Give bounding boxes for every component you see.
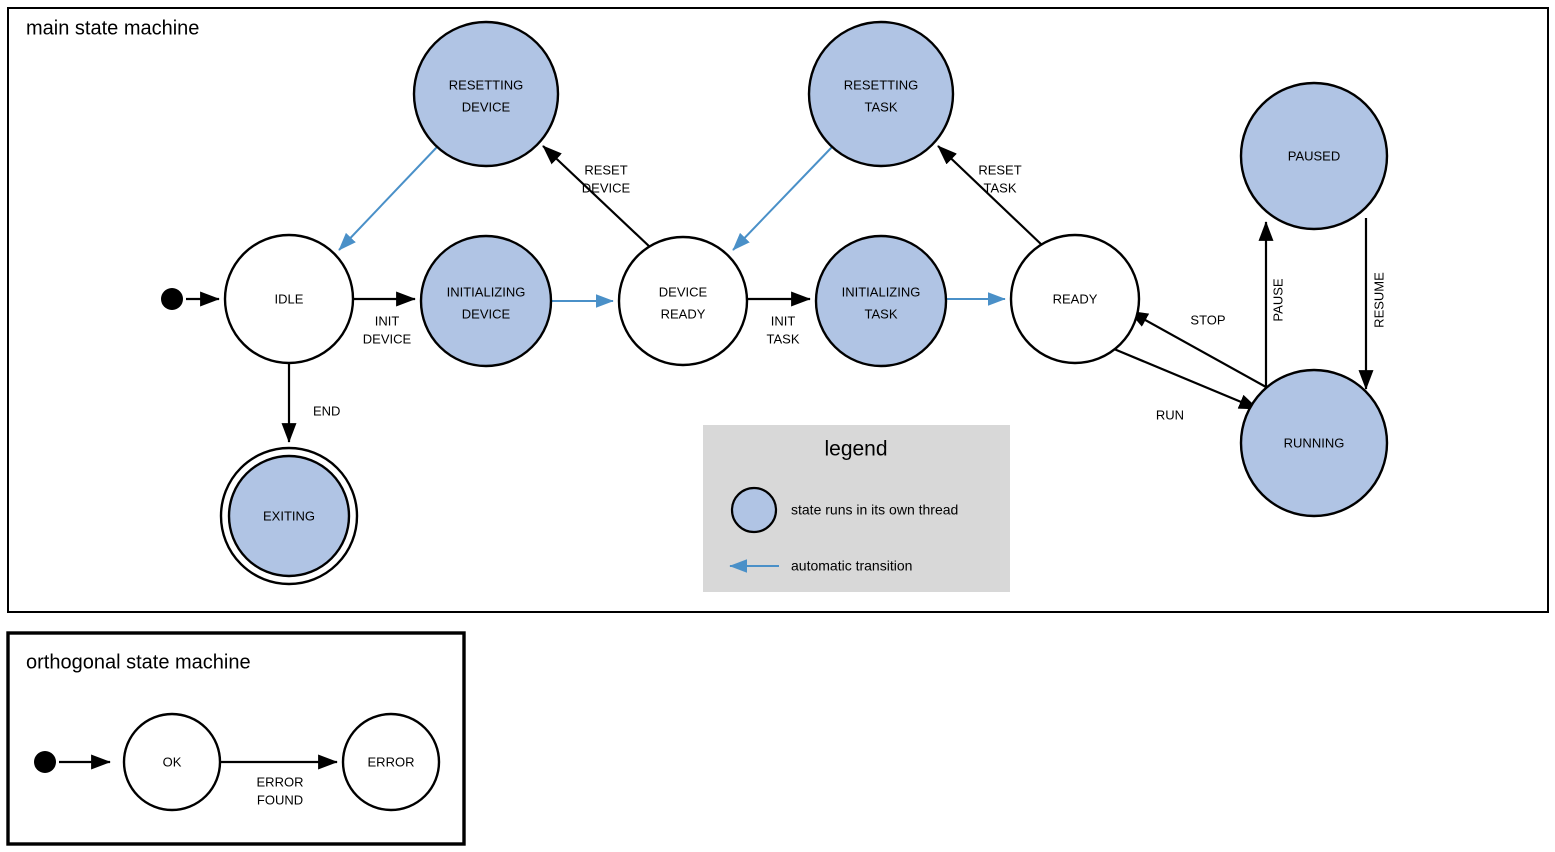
transition-label-run: RUN (1156, 407, 1184, 422)
state-node-initializing-device[interactable]: INITIALIZING DEVICE (419, 234, 553, 368)
state-label-initializing-task-line1: INITIALIZING (842, 284, 921, 299)
legend-thread-state-label: state runs in its own thread (791, 502, 958, 518)
transition-ready-to-resetting-task: RESET TASK (937, 145, 1044, 247)
orthogonal-states: OK ERROR (34, 712, 441, 812)
main-frame-border (7, 7, 1549, 613)
transition-label-init-device-line2: DEVICE (363, 331, 412, 346)
state-node-idle[interactable]: IDLE (223, 233, 355, 365)
state-label-initializing-device-line2: DEVICE (462, 306, 511, 321)
main-states: IDLE RESETTING DEVICE INITIALIZING DEVIC… (161, 20, 1389, 586)
transition-label-init-device-line1: INIT (375, 313, 400, 328)
state-label-initializing-task-line2: TASK (865, 306, 898, 321)
orthogonal-transitions: ERROR FOUND (59, 754, 338, 807)
transition-label-stop: STOP (1190, 312, 1225, 327)
transition-ready-to-running: RUN (1113, 347, 1259, 422)
transition-resetting-device-to-idle (338, 146, 438, 251)
state-label-idle: IDLE (275, 291, 304, 306)
state-label-resetting-device-line2: DEVICE (462, 99, 511, 114)
transition-label-reset-task-line2: TASK (984, 180, 1017, 195)
state-node-ok[interactable]: OK (122, 712, 222, 812)
state-node-initializing-task[interactable]: INITIALIZING TASK (814, 234, 948, 368)
transition-label-pause: PAUSE (1270, 278, 1285, 321)
transition-label-reset-task-line1: RESET (978, 162, 1021, 177)
state-label-running: RUNNING (1284, 435, 1345, 450)
transition-label-error-found-line1: ERROR (257, 774, 304, 789)
transition-idle-to-exiting: END (281, 363, 340, 443)
transition-device-ready-to-resetting-device: RESET DEVICE (542, 145, 652, 249)
transition-idle-to-initializing-device: INIT DEVICE (353, 291, 416, 346)
state-node-resetting-device[interactable]: RESETTING DEVICE (412, 20, 560, 168)
legend-title: legend (824, 438, 887, 461)
legend-panel: legend state runs in its own thread auto… (703, 425, 1010, 592)
initial-state-marker (161, 288, 183, 310)
orthogonal-state-machine-frame: orthogonal state machine (6, 631, 466, 846)
state-label-resetting-device-line1: RESETTING (449, 77, 523, 92)
orthogonal-frame-border (6, 631, 466, 846)
transition-running-to-ready: STOP (1128, 310, 1267, 388)
state-label-resetting-task-line1: RESETTING (844, 77, 918, 92)
transition-running-to-paused: PAUSE (1258, 221, 1285, 394)
state-label-initializing-device-line1: INITIALIZING (447, 284, 526, 299)
transition-resetting-task-to-device-ready (732, 146, 833, 251)
legend-item-threaded-state: state runs in its own thread (730, 486, 958, 534)
state-label-ok: OK (163, 754, 182, 769)
state-node-resetting-task[interactable]: RESETTING TASK (807, 20, 955, 168)
transition-device-ready-to-initializing-task: INIT TASK (747, 291, 811, 346)
main-frame-title: main state machine (26, 17, 199, 39)
legend-item-automatic-transition: automatic transition (729, 558, 912, 574)
orthogonal-initial-state-marker (34, 751, 56, 773)
transition-label-end: END (313, 403, 340, 418)
transition-paused-to-running: RESUME (1358, 218, 1386, 390)
transition-label-init-task-line2: TASK (767, 331, 800, 346)
state-node-ready[interactable]: READY (1009, 233, 1141, 365)
transition-ok-to-error: ERROR FOUND (220, 754, 338, 807)
state-node-device-ready[interactable]: DEVICE READY (617, 235, 749, 367)
main-state-machine-frame: main state machine (7, 7, 1549, 613)
transition-label-error-found-line2: FOUND (257, 792, 303, 807)
state-node-error[interactable]: ERROR (341, 712, 441, 812)
state-node-running[interactable]: RUNNING (1239, 368, 1389, 518)
state-label-device-ready-line1: DEVICE (659, 284, 708, 299)
state-label-resetting-task-line2: TASK (865, 99, 898, 114)
transition-label-init-task-line1: INIT (771, 313, 796, 328)
legend-thread-state-circle-icon (730, 486, 778, 534)
legend-auto-transition-label: automatic transition (791, 558, 912, 574)
state-node-exiting[interactable]: EXITING (219, 446, 359, 586)
orthogonal-frame-title: orthogonal state machine (26, 651, 251, 673)
state-label-exiting: EXITING (263, 508, 315, 523)
state-label-paused: PAUSED (1288, 148, 1341, 163)
state-label-error: ERROR (368, 754, 415, 769)
state-node-paused[interactable]: PAUSED (1239, 81, 1389, 231)
transition-label-reset-device-line2: DEVICE (582, 180, 631, 195)
state-label-device-ready-line2: READY (661, 306, 706, 321)
transition-label-resume: RESUME (1371, 272, 1386, 328)
final-state-outer-ring (219, 446, 359, 586)
main-transitions: INIT DEVICE RESET DEVICE INIT TASK (186, 145, 1386, 443)
state-label-ready: READY (1053, 291, 1098, 306)
transition-label-reset-device-line1: RESET (584, 162, 627, 177)
